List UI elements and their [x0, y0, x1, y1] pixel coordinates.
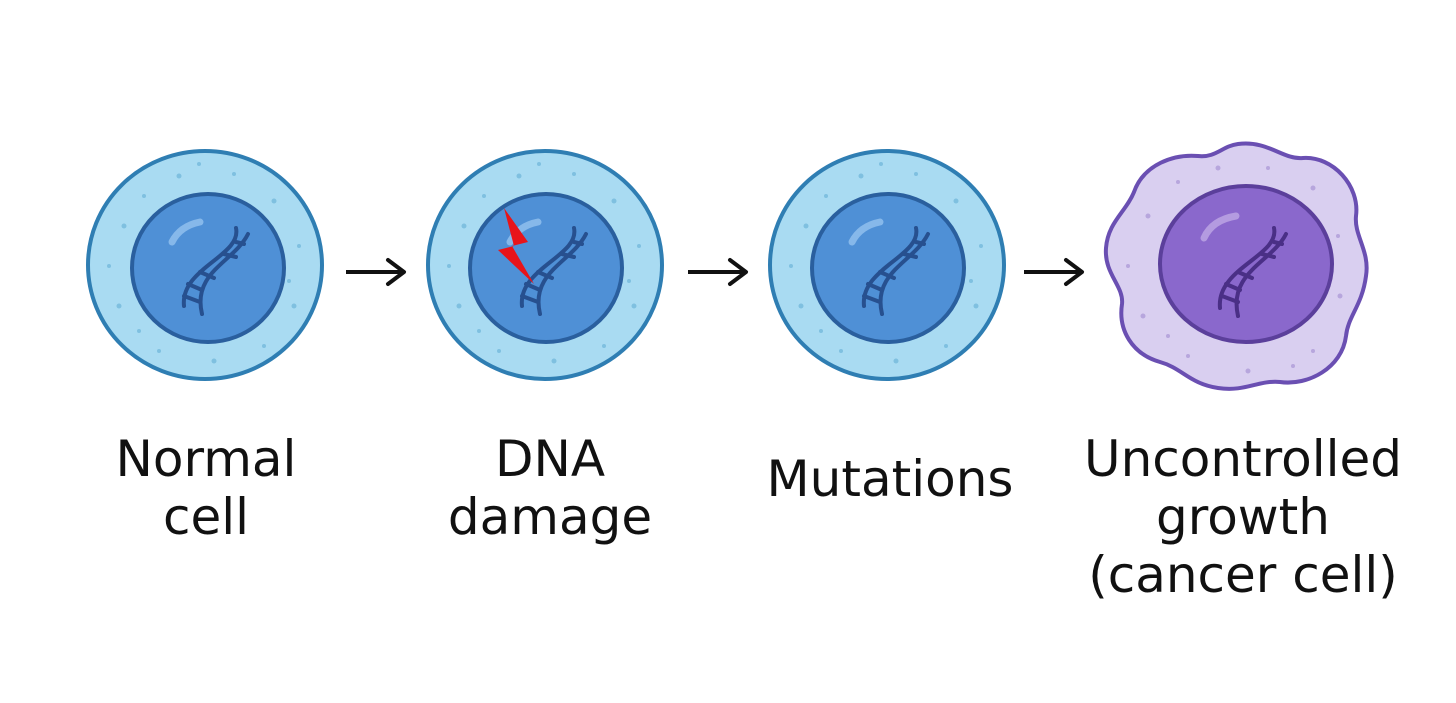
- arrow-icon: [1024, 258, 1084, 286]
- label-line: cell: [162, 488, 250, 546]
- nucleus-highlight: [168, 218, 204, 246]
- stage-label-cancer-cell: Uncontrolled growth (cancer cell): [1078, 430, 1408, 604]
- stage-label-dna-damage: DNA damage: [420, 430, 680, 546]
- normal-cell-illustration: [86, 149, 324, 381]
- mutated-cell-illustration: [768, 149, 1006, 381]
- label-line: Mutations: [766, 450, 1014, 508]
- nucleus-highlight: [506, 218, 542, 246]
- cytoplasm-dots: [789, 162, 983, 364]
- nucleus-highlight: [1200, 212, 1240, 242]
- cancer-cell-illustration: [1103, 141, 1369, 391]
- dna-helix-icon: [519, 226, 588, 316]
- dna-helix-icon: [1217, 226, 1288, 318]
- label-line: growth: [1156, 488, 1330, 546]
- cytoplasm-dots: [447, 162, 641, 364]
- nucleus-highlight: [848, 218, 884, 246]
- stage-label-normal-cell: Normal cell: [86, 430, 326, 546]
- label-line: Normal: [115, 430, 297, 488]
- label-line: Uncontrolled: [1084, 430, 1402, 488]
- damaged-cell-illustration: [426, 149, 664, 381]
- label-line: damage: [447, 488, 653, 546]
- stage-label-mutations: Mutations: [750, 450, 1030, 508]
- arrow-icon: [688, 258, 748, 286]
- arrow-icon: [346, 258, 406, 286]
- cytoplasm-dots: [107, 162, 301, 364]
- label-line: DNA: [494, 430, 606, 488]
- label-line: (cancer cell): [1088, 546, 1398, 604]
- dna-helix-icon: [181, 226, 250, 316]
- dna-helix-icon: [861, 226, 930, 316]
